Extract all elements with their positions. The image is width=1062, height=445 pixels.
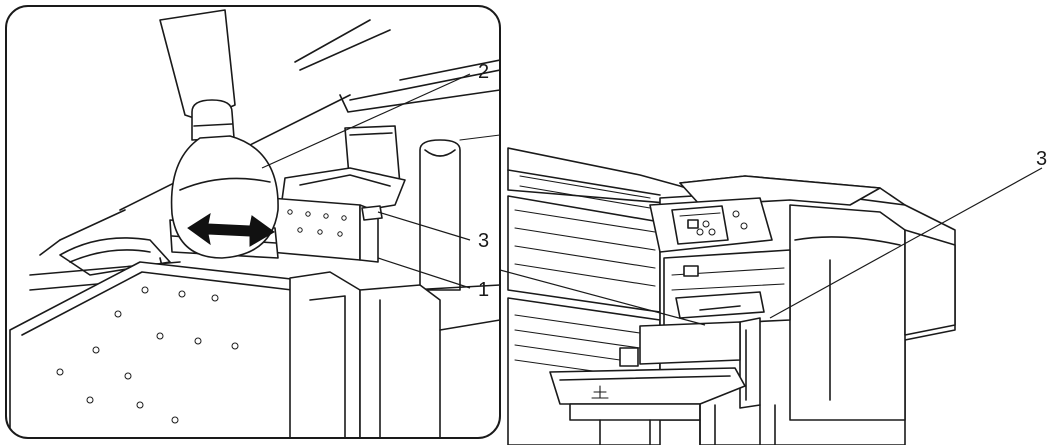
platen-tray — [9, 261, 301, 438]
callout-3-overview: 3 — [1036, 148, 1047, 170]
double-arrow-icon — [187, 212, 275, 247]
printer-overview: 3 — [499, 147, 1047, 445]
platen-holes — [56, 286, 239, 424]
overview-leader-line — [769, 167, 1043, 319]
control-panel — [649, 197, 773, 253]
maintenance-opening — [663, 249, 791, 327]
cap-surface-holes — [287, 209, 347, 237]
callout-2: 2 — [478, 61, 489, 83]
callout-1: 1 — [478, 279, 489, 301]
detail-inset: 2 3 1 — [5, 5, 501, 439]
zoom-connector — [499, 269, 706, 326]
detail-leader-lines — [261, 73, 471, 289]
foreground-bracket — [289, 271, 500, 438]
cleaning-swab-icon — [159, 9, 279, 259]
callout-3-detail: 3 — [478, 230, 489, 252]
waste-tray — [549, 367, 746, 445]
